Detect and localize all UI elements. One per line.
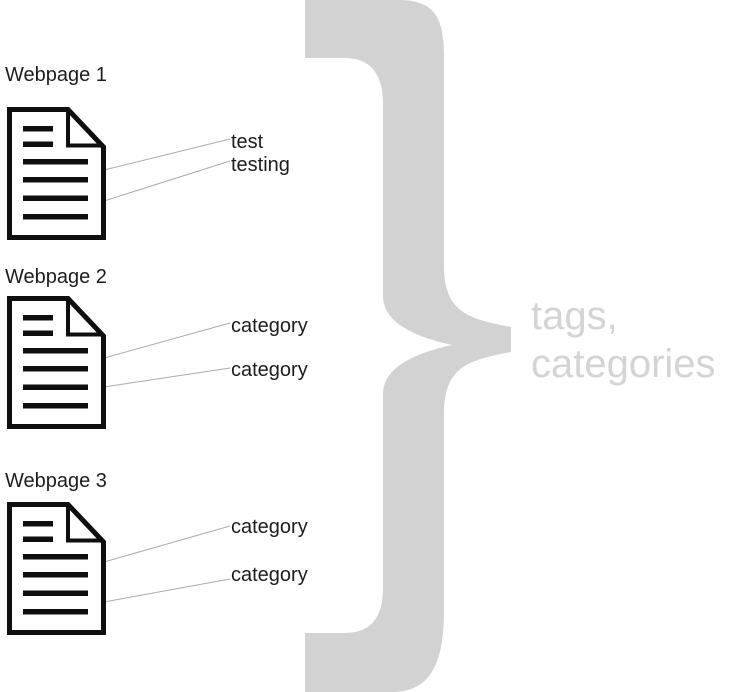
connector-line-webpage1-tag2 xyxy=(103,160,231,202)
webpage-1-tag-1: test xyxy=(231,131,264,153)
webpage-3-title: Webpage 3 xyxy=(5,470,107,492)
connector-line-webpage1-tag1 xyxy=(103,138,231,171)
webpage-1-tag-2: testing xyxy=(231,154,290,176)
webpage-2-document-icon xyxy=(7,296,106,429)
webpage-2-tag-1: category xyxy=(231,315,308,337)
webpage-2-tag-2: category xyxy=(231,359,308,381)
webpage-3-tag-2: category xyxy=(231,564,308,586)
webpage-3-tag-1: category xyxy=(231,516,308,538)
webpage-3-document-icon xyxy=(7,502,106,635)
right-curly-brace-icon xyxy=(305,0,511,692)
connector-line-webpage3-tag1 xyxy=(103,525,231,563)
webpage-1-document-icon xyxy=(7,107,106,240)
result-label-categories: categories xyxy=(531,342,716,386)
connector-line-webpage2-tag2 xyxy=(103,367,231,388)
result-label-tags: tags, xyxy=(531,294,618,338)
webpage-2-title: Webpage 2 xyxy=(5,266,107,288)
connector-line-webpage2-tag1 xyxy=(103,322,231,359)
webpage-1-title: Webpage 1 xyxy=(5,64,107,86)
connector-line-webpage3-tag2 xyxy=(103,578,231,603)
